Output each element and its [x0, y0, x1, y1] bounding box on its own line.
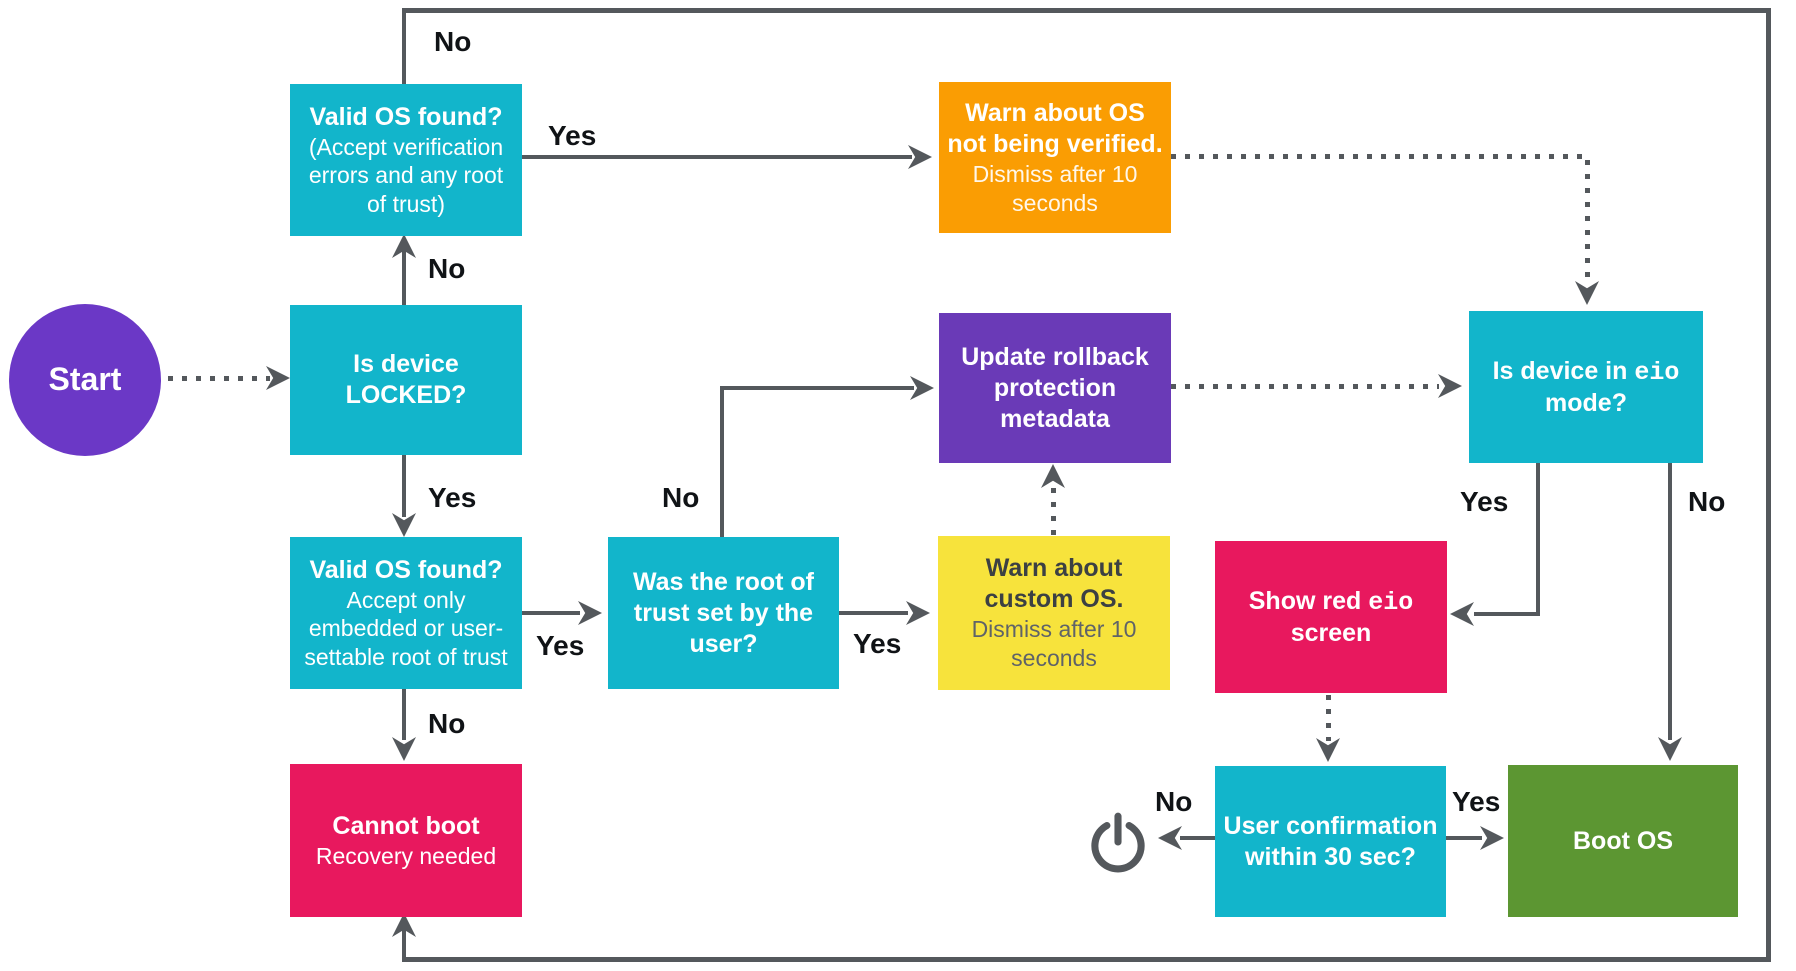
- arrowhead-down-icon: [392, 737, 416, 761]
- eio-code: eio: [1634, 357, 1680, 387]
- title-suffix: screen: [1290, 618, 1372, 647]
- arrowhead-right-icon: [906, 601, 930, 625]
- arrowhead-down-icon: [1575, 281, 1599, 305]
- node-title: Warn about OS not being verified.: [947, 98, 1163, 158]
- edge-line: [522, 155, 912, 159]
- edge-line: [402, 244, 406, 305]
- node-title: User confirmation within 30 sec?: [1223, 811, 1438, 871]
- edge-line: [1668, 463, 1672, 740]
- node-valid-os-strict: Valid OS found? Accept only embedded or …: [290, 537, 522, 689]
- arrowhead-left-icon: [1450, 602, 1474, 626]
- edge-line: [720, 386, 914, 390]
- edge-line: [720, 388, 724, 537]
- arrowhead-right-icon: [1480, 826, 1504, 850]
- edge-line: [1171, 154, 1590, 159]
- edge-line: [402, 925, 406, 957]
- node-user-confirmation: User confirmation within 30 sec?: [1215, 766, 1446, 917]
- edge-line: [402, 10, 406, 84]
- node-subtitle: Dismiss after 10 seconds: [971, 616, 1137, 671]
- node-is-device-locked: Is device LOCKED?: [290, 305, 522, 455]
- node-subtitle: (Accept verification errors and any root…: [308, 133, 504, 217]
- edge-line: [1766, 8, 1771, 962]
- node-title: Warn about custom OS.: [984, 554, 1124, 614]
- edge-line: [522, 611, 580, 615]
- arrowhead-up-icon: [1041, 464, 1065, 488]
- node-subtitle: Recovery needed: [315, 842, 497, 869]
- edge-label-no: No: [1688, 486, 1726, 517]
- edge-label-yes: Yes: [428, 482, 477, 513]
- edge-line: [839, 611, 908, 615]
- arrowhead-down-icon: [1658, 737, 1682, 761]
- node-subtitle: Dismiss after 10 seconds: [972, 160, 1138, 216]
- node-boot-os: Boot OS: [1508, 765, 1738, 917]
- arrowhead-right-icon: [1438, 374, 1462, 398]
- edge-label-no: No: [434, 26, 472, 57]
- node-valid-os-any: Valid OS found? (Accept verification err…: [290, 84, 522, 236]
- node-title: Valid OS found?: [309, 102, 503, 131]
- edge-label-no: No: [428, 708, 466, 739]
- edge-line: [1326, 695, 1331, 741]
- edge-line: [1171, 384, 1439, 389]
- node-title: Show red eio screen: [1223, 586, 1439, 649]
- edge-label-yes: Yes: [536, 630, 585, 661]
- edge-line: [1474, 612, 1540, 616]
- title-prefix: Is device in: [1492, 356, 1635, 385]
- edge-line: [402, 455, 406, 517]
- edge-line: [402, 957, 1771, 962]
- node-show-red-eio-screen: Show red eio screen: [1215, 541, 1447, 693]
- eio-code: eio: [1368, 587, 1414, 617]
- edge-line: [1536, 463, 1540, 616]
- node-is-device-in-eio-mode: Is device in eio mode?: [1469, 311, 1703, 463]
- arrowhead-right-icon: [578, 601, 602, 625]
- node-title: Valid OS found?: [309, 555, 503, 584]
- node-title: Is device LOCKED?: [345, 350, 467, 409]
- edge-label-yes: Yes: [1460, 486, 1509, 517]
- edge-label-no: No: [662, 482, 700, 513]
- node-title: Cannot boot: [332, 811, 480, 840]
- edge-label-no: No: [428, 253, 466, 284]
- arrowhead-down-icon: [1316, 738, 1340, 762]
- start-label: Start: [48, 361, 122, 398]
- node-cannot-boot: Cannot boot Recovery needed: [290, 764, 522, 917]
- node-update-rollback: Update rollback protection metadata: [939, 313, 1171, 463]
- edge-label-yes: Yes: [548, 120, 597, 151]
- node-title: Is device in eio mode?: [1477, 356, 1695, 419]
- title-prefix: Show red: [1248, 586, 1369, 615]
- edge-line: [1051, 488, 1056, 536]
- edge-line: [1446, 836, 1482, 840]
- power-icon: [1091, 812, 1145, 873]
- node-title: Was the root of trust set by the user?: [632, 567, 814, 658]
- node-title: Update rollback protection metadata: [961, 342, 1149, 433]
- arrowhead-left-icon: [1158, 826, 1182, 850]
- node-warn-os-not-verified: Warn about OS not being verified. Dismis…: [939, 82, 1171, 233]
- edge-label-yes: Yes: [853, 628, 902, 659]
- edge-line: [168, 376, 270, 381]
- node-was-root-of-trust: Was the root of trust set by the user?: [608, 537, 839, 689]
- edge-line: [1585, 160, 1590, 280]
- node-start: Start: [9, 304, 161, 456]
- title-suffix: mode?: [1545, 388, 1627, 417]
- node-title: Boot OS: [1573, 826, 1673, 855]
- edge-label-yes: Yes: [1452, 786, 1501, 817]
- edge-line: [402, 8, 1771, 13]
- node-warn-custom-os: Warn about custom OS. Dismiss after 10 s…: [938, 536, 1170, 690]
- edge-line: [1180, 836, 1215, 840]
- edge-line: [402, 689, 406, 740]
- edge-label-no: No: [1155, 786, 1193, 817]
- node-subtitle: Accept only embedded or user-settable ro…: [304, 586, 508, 670]
